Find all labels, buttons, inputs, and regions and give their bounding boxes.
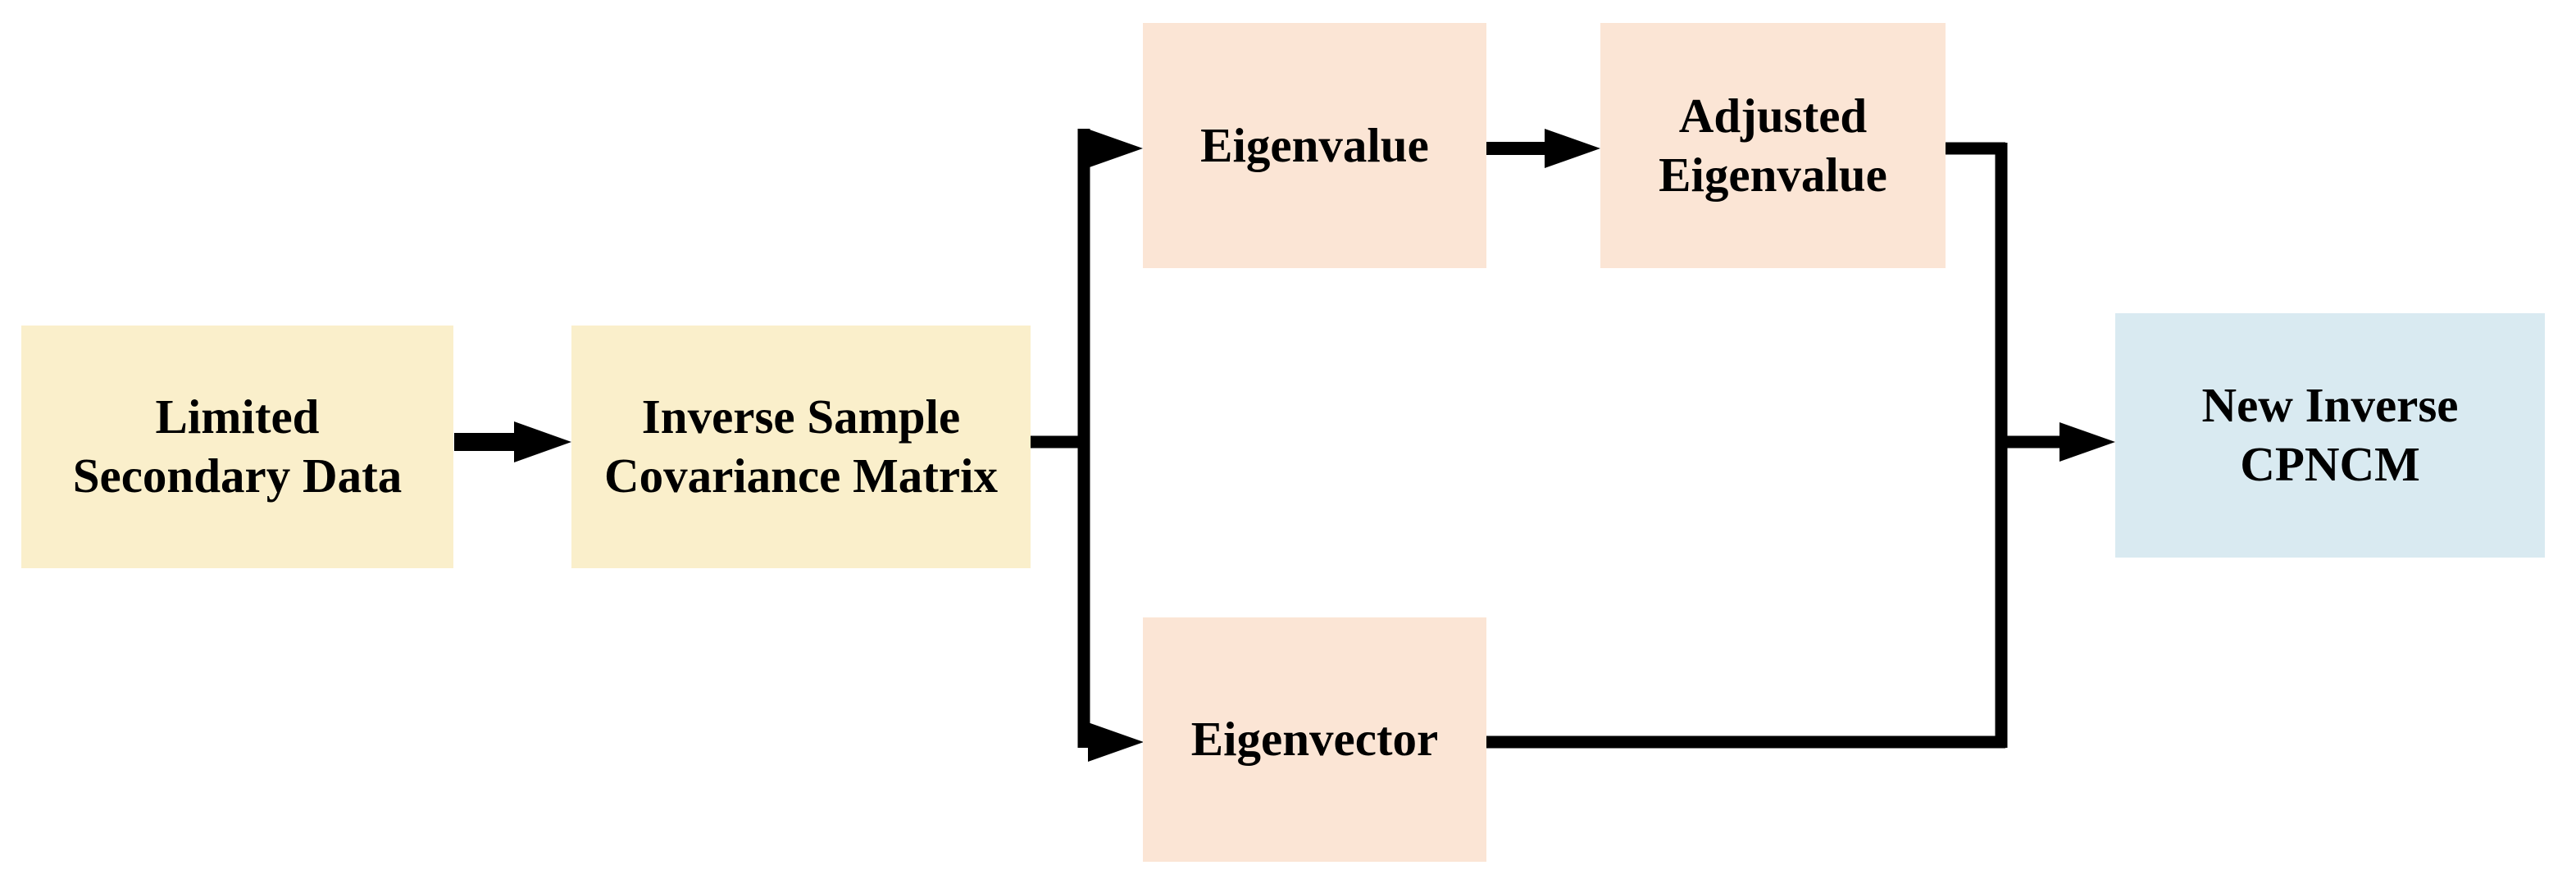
node-limited-secondary-data: Limited Secondary Data [21,326,453,568]
node-label-line: Eigenvalue [1200,117,1429,172]
node-new-inverse-cpncm: New Inverse CPNCM [2115,313,2545,558]
node-label-line: Adjusted [1678,88,1868,143]
node-label-line: CPNCM [2240,437,2420,491]
node-eigenvector: Eigenvector [1143,617,1486,862]
node-label-line: Secondary Data [72,449,403,503]
node-eigenvalue: Eigenvalue [1143,23,1486,268]
node-inverse-sample-covariance-matrix: Inverse Sample Covariance Matrix [571,326,1031,568]
arrow-branch-to-eigenvalue-head [1087,129,1143,168]
arrow-branch-to-eigenvector-head [1088,722,1144,762]
node-label-line: Eigenvector [1190,712,1439,767]
arrow-eigenvalue-to-adjusted-head [1545,129,1600,168]
arrow-limited-to-inverse-head [514,421,571,462]
node-adjusted-eigenvalue: Adjusted Eigenvalue [1600,23,1946,268]
node-label-line: New Inverse [2201,378,2459,433]
node-label-line: Eigenvalue [1659,147,1887,202]
node-label-line: Covariance Matrix [603,449,999,503]
node-label-line: Limited [155,389,320,444]
node-label-line: Inverse Sample [641,389,961,444]
arrow-merge-to-cpncm-head [2059,422,2115,462]
